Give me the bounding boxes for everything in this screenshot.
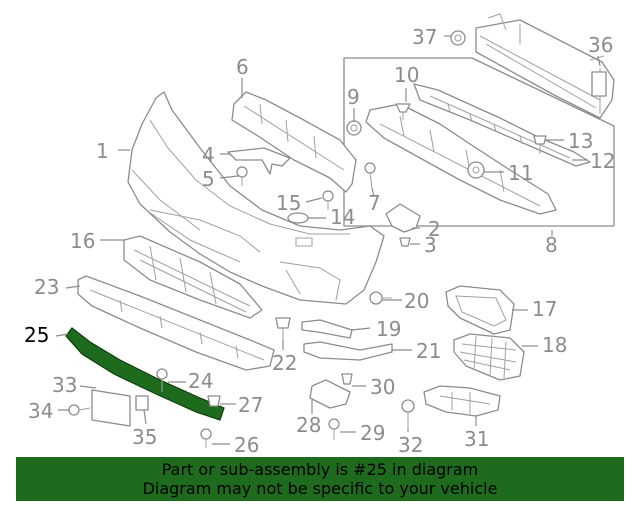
callout-31: 31	[464, 427, 489, 451]
part-37-bolt	[450, 30, 466, 46]
part-6-upper-bracket	[231, 91, 357, 193]
part-13-clip	[533, 135, 547, 154]
part-15-screw	[322, 190, 334, 210]
part-29-screw	[328, 418, 340, 440]
part-25-highlighted-strip	[65, 327, 225, 421]
callout-26: 26	[234, 433, 259, 457]
part-28-bracket	[309, 379, 351, 409]
callout-23: 23	[34, 275, 59, 299]
part-4-bracket	[227, 147, 291, 175]
callout-6: 6	[236, 55, 249, 79]
callout-10: 10	[394, 63, 419, 87]
callout-24: 24	[188, 369, 213, 393]
callout-labels: 1 2 3 4 5 6 7 8 9 10 11 12 13 14 15 16 1…	[24, 25, 615, 457]
part-32-screw	[401, 399, 415, 428]
callout-13: 13	[568, 129, 593, 153]
callout-19: 19	[376, 317, 401, 341]
part-8-group-box	[343, 57, 615, 227]
callout-27: 27	[238, 393, 263, 417]
callout-22: 22	[272, 351, 297, 375]
part-31-lower-bracket	[423, 385, 501, 417]
callout-5: 5	[202, 167, 215, 191]
callout-17: 17	[532, 297, 557, 321]
part-18-grille-insert	[453, 333, 525, 381]
part-20-screw	[369, 291, 392, 305]
part-35-clip	[135, 395, 149, 411]
part-17-bezel	[445, 285, 515, 335]
part-30-clip	[341, 373, 353, 385]
callout-9: 9	[347, 85, 360, 109]
callout-25: 25	[24, 323, 49, 347]
callout-37: 37	[412, 25, 437, 49]
part-5-screw	[236, 166, 248, 186]
part-33-plate-bracket	[91, 389, 131, 427]
part-8-bracket	[365, 103, 557, 215]
callout-33: 33	[52, 373, 77, 397]
callout-14: 14	[330, 205, 355, 229]
part-7-screw	[364, 162, 376, 189]
part-34-screw	[68, 404, 91, 416]
callout-15: 15	[276, 191, 301, 215]
callout-3: 3	[424, 233, 437, 257]
part-9-clip	[346, 120, 362, 136]
part-22-clip	[275, 317, 291, 340]
callout-30: 30	[370, 375, 395, 399]
callout-11: 11	[508, 161, 533, 185]
part-26-screw	[200, 428, 212, 448]
part-1-bumper-cover	[127, 91, 385, 305]
footer-banner: Part or sub-assembly is #25 in diagram D…	[16, 457, 624, 501]
callout-36: 36	[588, 33, 613, 57]
footer-line-2: Diagram may not be specific to your vehi…	[142, 479, 498, 498]
part-19-trim	[301, 319, 353, 339]
callout-34: 34	[28, 399, 53, 423]
leader-lines	[55, 35, 601, 445]
part-3-clip	[399, 237, 411, 247]
callout-7: 7	[368, 191, 381, 215]
callout-16: 16	[70, 229, 95, 253]
callout-35: 35	[132, 425, 157, 449]
callout-2: 2	[428, 217, 441, 241]
callout-28: 28	[296, 413, 321, 437]
part-21-trim	[303, 341, 393, 361]
callout-32: 32	[398, 433, 423, 457]
callout-4: 4	[202, 143, 215, 167]
callout-12: 12	[590, 149, 615, 173]
part-12-absorber	[413, 83, 591, 167]
part-24-screw	[156, 368, 168, 392]
footer-line-1: Part or sub-assembly is #25 in diagram	[161, 460, 479, 479]
part-16-lower-grille	[123, 235, 263, 319]
callout-8: 8	[545, 233, 558, 257]
callout-29: 29	[360, 421, 385, 445]
part-27-clip	[207, 395, 221, 407]
callout-1: 1	[96, 139, 109, 163]
part-23-lower-trim	[77, 275, 275, 371]
callout-20: 20	[404, 289, 429, 313]
callout-21: 21	[416, 339, 441, 363]
part-10-clip	[395, 103, 411, 120]
callout-18: 18	[542, 333, 567, 357]
part-11-nut	[467, 161, 485, 179]
part-36-reinforcement-beam	[475, 13, 615, 119]
